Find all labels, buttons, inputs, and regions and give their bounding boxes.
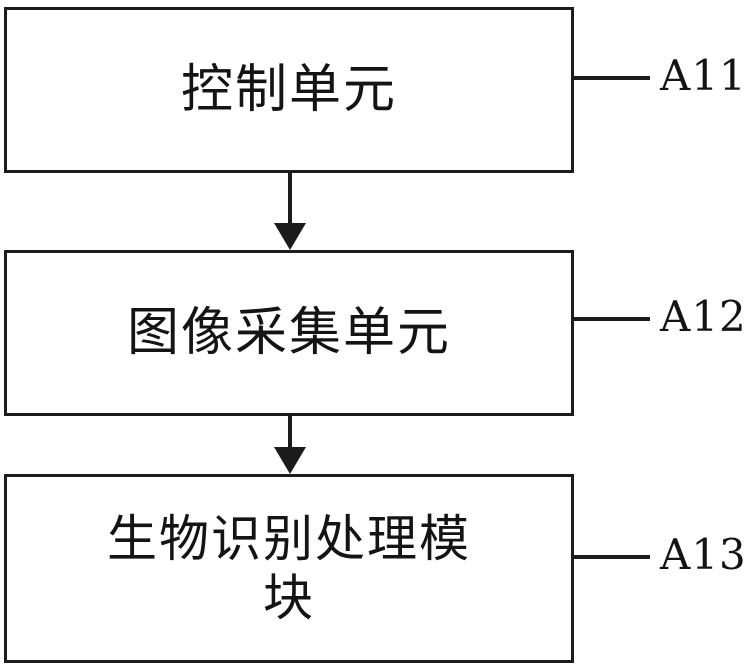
block-control-unit-label: 控制单元 xyxy=(180,59,397,120)
reference-leader-line-a13 xyxy=(574,555,650,559)
connector-stem xyxy=(288,173,292,225)
block-control-unit[interactable]: 控制单元 xyxy=(4,7,574,173)
block-image-capture-unit-label: 图像采集单元 xyxy=(126,302,451,363)
reference-number-a12: A12 xyxy=(660,292,747,341)
connector-control-to-capture xyxy=(274,173,306,250)
connector-stem xyxy=(288,416,292,449)
reference-leader-line-a11 xyxy=(574,76,650,80)
reference-number-a11: A11 xyxy=(660,51,747,100)
arrowhead-down-icon xyxy=(274,223,306,250)
block-biometric-processing-module-label: 生物识别处理模 块 xyxy=(107,509,471,627)
reference-leader-line-a12 xyxy=(574,317,650,321)
connector-capture-to-biometric xyxy=(274,416,306,474)
reference-number-a13: A13 xyxy=(660,530,747,579)
block-biometric-processing-module[interactable]: 生物识别处理模 块 xyxy=(4,474,574,663)
block-image-capture-unit[interactable]: 图像采集单元 xyxy=(4,250,574,416)
arrowhead-down-icon xyxy=(274,447,306,474)
